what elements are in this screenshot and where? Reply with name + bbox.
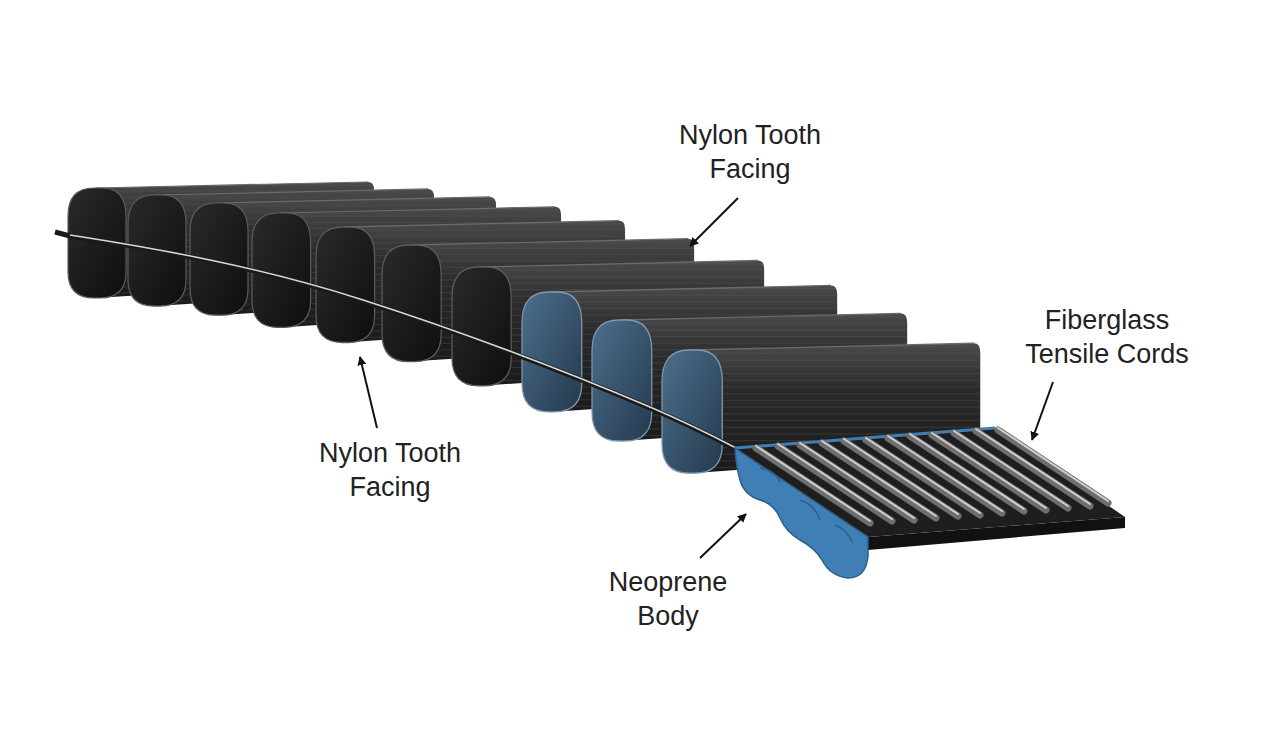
belt-teeth [68,182,980,473]
belt-back-highlight [70,235,738,449]
belt-section [735,428,1125,578]
part-label: Nylon Tooth Facing [650,118,850,186]
leader-lines [360,198,1053,558]
part-label: Fiberglass Tensile Cords [1007,303,1207,371]
part-label: Nylon Tooth Facing [290,436,490,504]
part-label: Neoprene Body [588,565,748,633]
belt-back-band [55,232,738,450]
